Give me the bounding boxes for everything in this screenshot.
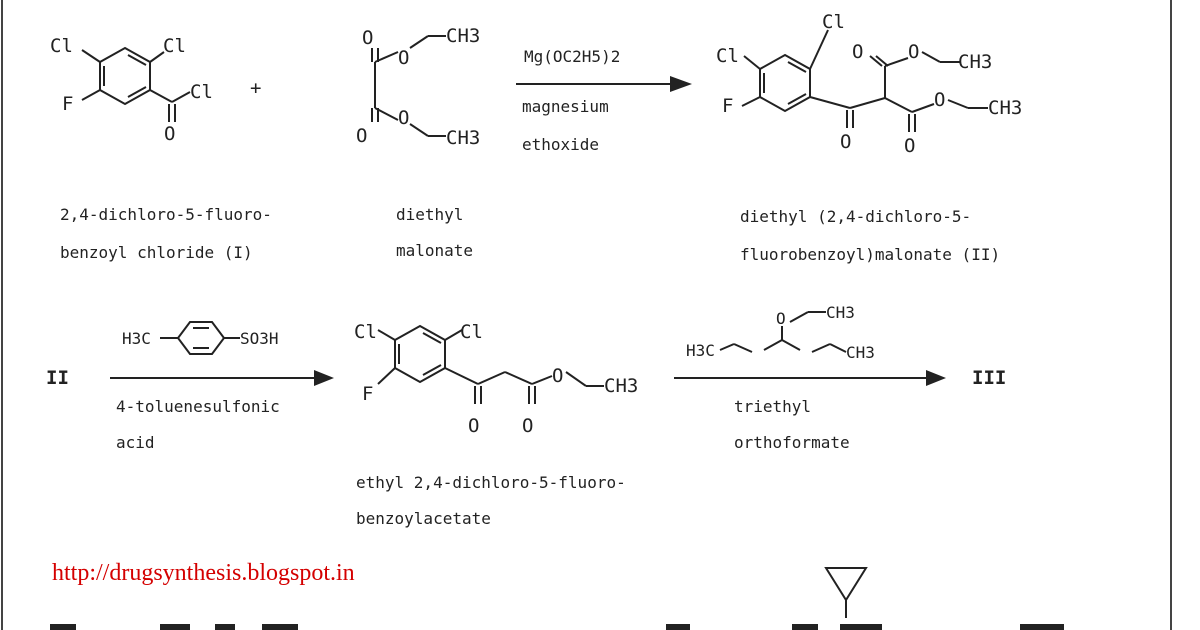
reagent-2-line-1: 4-toluenesulfonic <box>116 397 280 416</box>
reagent-1-line-2: ethoxide <box>522 135 599 154</box>
malonate-name-line-1: diethyl <box>396 205 463 224</box>
malonate-atom-o1: O <box>362 27 373 49</box>
source-url-watermark: http://drugsynthesis.blogspot.in <box>52 560 355 586</box>
reagent-1-line-1: magnesium <box>522 97 609 116</box>
left-border-line <box>1 0 3 630</box>
malonate-ch3-top: CH3 <box>446 25 480 47</box>
orthoformate-ch3-right: CH3 <box>846 343 875 362</box>
reagent-3-line-1: triethyl <box>734 397 811 416</box>
reagent-3-line-2: orthoformate <box>734 433 850 452</box>
triethyl-orthoformate-structure: O CH3 H3C CH3 <box>686 303 875 362</box>
compound-II-atom-o4: O <box>934 89 945 111</box>
compound-I-atom-cl-acyl: Cl <box>190 81 213 103</box>
compound-I-name-line-1: 2,4-dichloro-5-fluoro- <box>60 205 272 224</box>
compound-II-atom-cl-left: Cl <box>716 45 739 67</box>
malonate-ch3-bottom: CH3 <box>446 127 480 149</box>
malonate-name-line-2: malonate <box>396 241 473 260</box>
compound-II-ch3-top: CH3 <box>958 51 992 73</box>
toluenesulfonic-acid-structure: H3C SO3H <box>122 321 279 355</box>
malonate-atom-o2: O <box>398 47 409 69</box>
pts-so3h: SO3H <box>240 329 279 348</box>
compound-II-name-line-1: diethyl (2,4-dichloro-5- <box>740 207 971 226</box>
orthoformate-h3c: H3C <box>686 341 715 360</box>
compound-I-structure: Cl Cl F Cl O <box>50 35 213 145</box>
compound-II-atom-o1: O <box>852 41 863 63</box>
benzoylacetate-atom-o-ketone: O <box>468 415 479 437</box>
orthoformate-atom-o: O <box>776 309 786 328</box>
benzoylacetate-atom-cl-top: Cl <box>460 321 483 343</box>
compound-II-atom-f: F <box>722 95 733 117</box>
compound-II-structure: Cl Cl F O O O O O CH3 CH3 <box>716 11 1022 157</box>
compound-II-atom-o3: O <box>904 135 915 157</box>
orthoformate-ch3-top: CH3 <box>826 303 855 322</box>
cut-off-row-fragments <box>50 624 1064 630</box>
cyclopropyl-fragment <box>824 567 868 618</box>
start-label-II: II <box>46 367 69 389</box>
benzoylacetate-atom-f: F <box>362 383 373 405</box>
malonate-atom-o4: O <box>356 125 367 147</box>
reaction-arrow-3-head <box>926 370 946 386</box>
reagent-mg-ethoxide-formula: Mg(OC2H5)2 <box>524 47 620 66</box>
benzoylacetate-atom-o-ether: O <box>552 365 563 387</box>
benzoylacetate-name-line-1: ethyl 2,4-dichloro-5-fluoro- <box>356 473 626 492</box>
reagent-2-line-2: acid <box>116 433 155 452</box>
compound-II-name-line-2: fluorobenzoyl)malonate (II) <box>740 245 1000 264</box>
compound-II-atom-o2: O <box>908 41 919 63</box>
compound-I-atom-o: O <box>164 123 175 145</box>
end-label-III: III <box>972 367 1006 389</box>
compound-I-atom-cl-left: Cl <box>50 35 73 57</box>
malonate-atom-o3: O <box>398 107 409 129</box>
right-border-line <box>1170 0 1172 630</box>
compound-I-atom-f: F <box>62 93 73 115</box>
compound-II-atom-cl-top: Cl <box>822 11 845 33</box>
benzoylacetate-structure: Cl Cl F O O O CH3 <box>354 321 638 437</box>
pts-h3c: H3C <box>122 329 151 348</box>
diethyl-malonate-structure: O O O O CH3 CH3 <box>356 25 480 149</box>
compound-II-ch3-bottom: CH3 <box>988 97 1022 119</box>
compound-I-atom-cl-top: Cl <box>163 35 186 57</box>
benzoylacetate-atom-o-ester: O <box>522 415 533 437</box>
compound-I-name-line-2: benzoyl chloride (I) <box>60 243 253 262</box>
plus-sign: + <box>250 77 261 99</box>
benzoylacetate-name-line-2: benzoylacetate <box>356 509 491 528</box>
benzoylacetate-atom-cl-left: Cl <box>354 321 377 343</box>
compound-II-atom-o-ketone: O <box>840 131 851 153</box>
benzoylacetate-ch3: CH3 <box>604 375 638 397</box>
reaction-arrow-2-head <box>314 370 334 386</box>
reaction-arrow-1-head <box>670 76 692 92</box>
